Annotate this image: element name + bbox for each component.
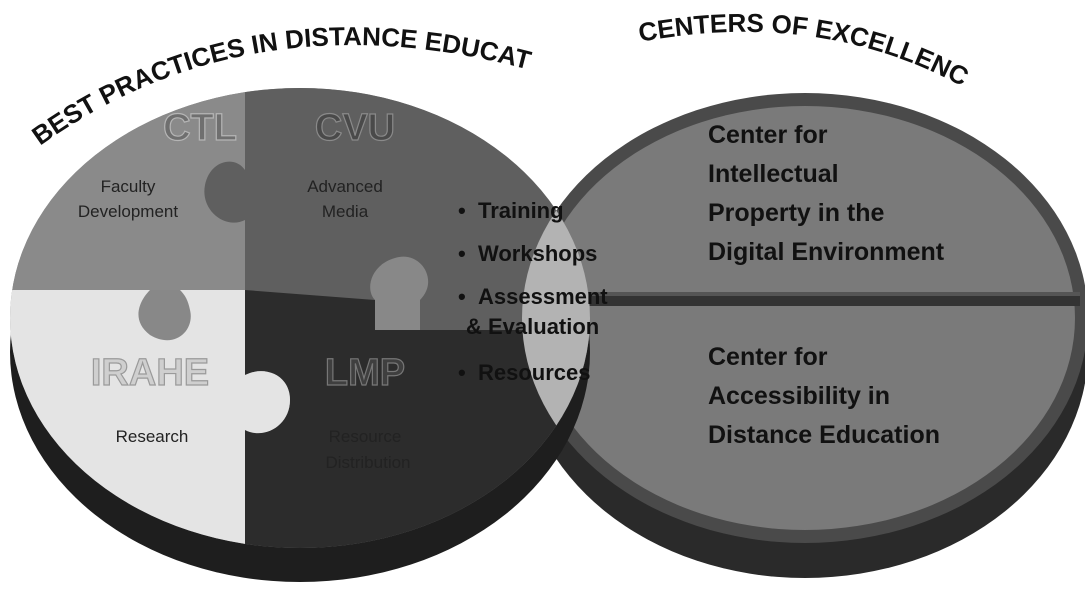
lmp-title: LMP xyxy=(325,352,405,394)
center-top-line-3: Property in the xyxy=(708,199,885,227)
center-top-line-2: Intellectual xyxy=(708,160,839,188)
ctl-sub-1: Faculty xyxy=(101,177,156,196)
center-bottom-line-1: Center for xyxy=(708,343,828,371)
center-top-line-1: Center for xyxy=(708,121,828,149)
lmp-sub-2: Distribution xyxy=(325,453,410,472)
center-bottom-line-2: Accessibility in xyxy=(708,382,890,410)
overlap-item-evaluation: & Evaluation xyxy=(466,314,599,339)
overlap-item-training: Training xyxy=(478,198,564,223)
bullet-mark-4: • xyxy=(458,360,466,385)
ctl-sub-2: Development xyxy=(78,202,178,221)
right-disc-top xyxy=(535,106,1075,530)
lmp-sub-1: Resource xyxy=(329,427,402,446)
center-bottom-block: Center for Accessibility in Distance Edu… xyxy=(708,343,940,449)
bullet-mark-2: • xyxy=(458,241,466,266)
bullet-mark-1: • xyxy=(458,198,466,223)
center-top-block: Center for Intellectual Property in the … xyxy=(708,121,945,266)
overlap-item-assessment: Assessment xyxy=(478,284,608,309)
right-disc-divider-highlight xyxy=(560,292,1080,296)
ctl-title: CTL xyxy=(163,107,237,149)
overlap-item-resources: Resources xyxy=(478,360,591,385)
center-bottom-line-3: Distance Education xyxy=(708,421,940,449)
bullet-mark-3: • xyxy=(458,284,466,309)
overlap-list: • Training • Workshops • Assessment & Ev… xyxy=(458,198,608,385)
cvu-title: CVU xyxy=(315,107,395,149)
cvu-sub-1: Advanced xyxy=(307,177,383,196)
irahe-sub-1: Research xyxy=(116,427,189,446)
overlap-item-workshops: Workshops xyxy=(478,241,597,266)
right-disc xyxy=(522,93,1085,578)
irahe-title: IRAHE xyxy=(91,352,209,394)
cvu-sub-2: Media xyxy=(322,202,369,221)
center-top-line-4: Digital Environment xyxy=(708,238,945,266)
puzzle-tab-irahe xyxy=(245,371,290,434)
